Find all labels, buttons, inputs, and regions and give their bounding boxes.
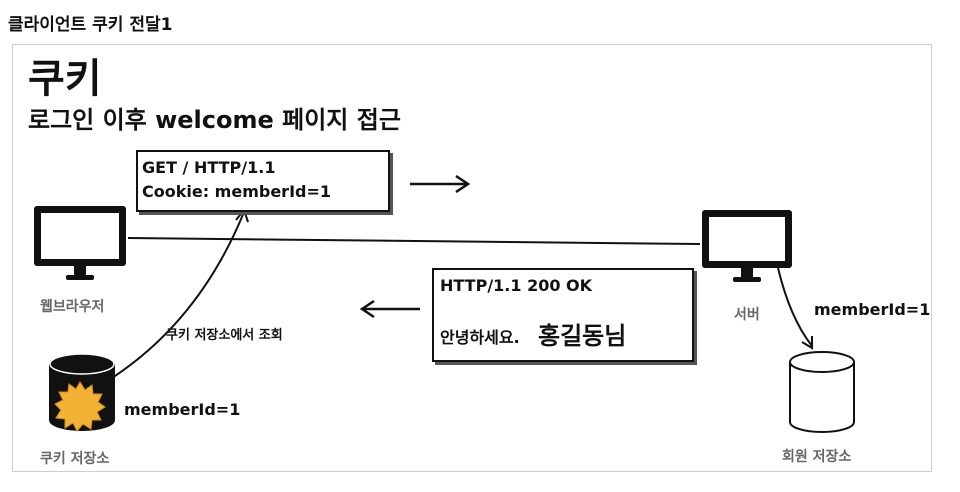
slide-subtitle: 로그인 이후 welcome 페이지 접근	[28, 106, 401, 134]
member-store-label: 회원 저장소	[782, 449, 852, 465]
server-to-store-arrow	[777, 267, 813, 350]
response-status-line: HTTP/1.1 200 OK	[440, 276, 593, 295]
response-user-name: 홍길동님	[538, 322, 627, 350]
cookie-icon	[54, 381, 106, 432]
browser-label: 웹브라우저	[40, 299, 105, 315]
server-memberid-label: memberId=1	[814, 300, 931, 319]
cookie-store-label: 쿠키 저장소	[40, 451, 110, 467]
http-request-box: GET / HTTP/1.1 Cookie: memberId=1	[136, 150, 390, 212]
cookie-lookup-arrow	[111, 207, 249, 379]
cookie-store-memberid-label: memberId=1	[124, 400, 241, 419]
response-greeting: 안녕하세요.	[440, 328, 520, 347]
slide-caption: 클라이언트 쿠키 전달1	[8, 15, 173, 35]
server-monitor-icon	[702, 210, 792, 282]
response-arrow	[359, 299, 420, 319]
request-line: GET / HTTP/1.1	[142, 158, 276, 177]
request-arrow	[410, 174, 471, 194]
http-response-box: HTTP/1.1 200 OK 안녕하세요. 홍길동님	[432, 268, 694, 362]
request-cookie-header: Cookie: memberId=1	[142, 182, 332, 201]
server-label: 서버	[734, 307, 760, 323]
member-store-database-icon	[789, 351, 855, 433]
connection-line	[127, 237, 701, 245]
cookie-lookup-label: 쿠키 저장소에서 조회	[166, 328, 283, 343]
browser-monitor-icon	[34, 206, 126, 280]
slide-title: 쿠키	[28, 56, 102, 102]
